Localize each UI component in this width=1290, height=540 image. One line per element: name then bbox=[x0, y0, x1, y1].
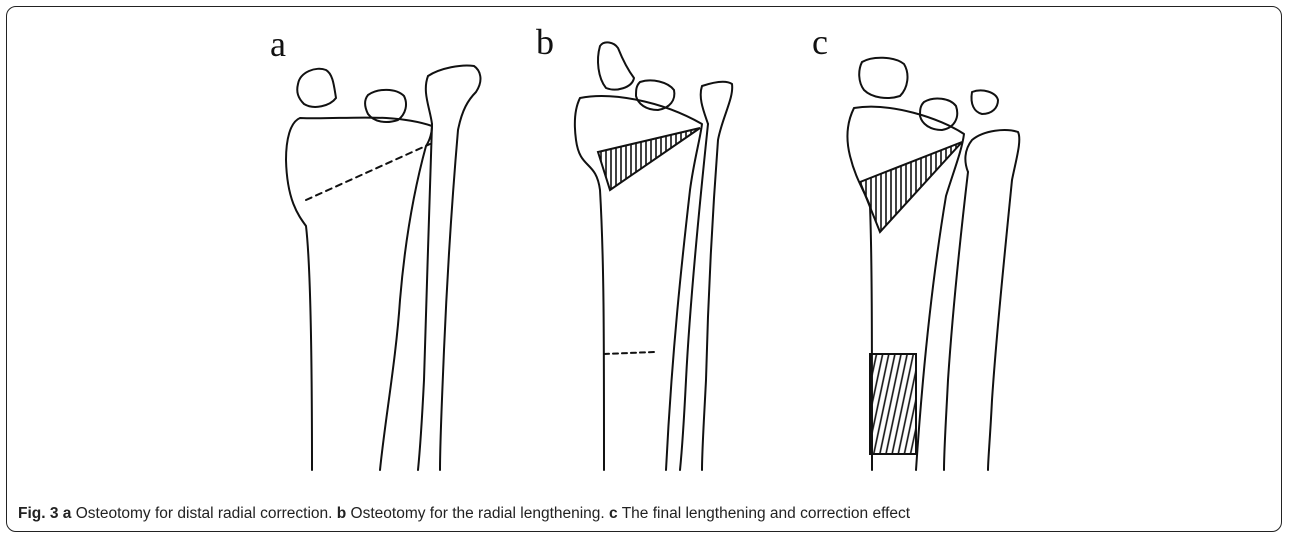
panel-a-ulna-inner bbox=[418, 124, 432, 470]
panel-a-radius-outline bbox=[286, 118, 432, 471]
caption-label: Fig. 3 bbox=[18, 505, 58, 522]
panel-b-drawing bbox=[575, 42, 732, 470]
panel-c-drawing bbox=[847, 58, 1019, 470]
panel-c-carpal-bone-2 bbox=[920, 99, 957, 130]
caption-text-a: Osteotomy for distal radial correction. bbox=[76, 505, 333, 522]
figure-caption: Fig. 3 a Osteotomy for distal radial cor… bbox=[18, 505, 1268, 523]
panel-c-carpal-bone-3 bbox=[971, 90, 998, 114]
caption-letter-b: b bbox=[337, 505, 346, 522]
caption-letter-c: c bbox=[609, 505, 618, 522]
panel-a-drawing bbox=[286, 65, 480, 470]
panel-b-osteotomy-wedge bbox=[598, 128, 700, 190]
panel-c-ulna-outline bbox=[965, 130, 1019, 470]
panel-c-ulna-inner bbox=[944, 172, 968, 470]
panel-a-ulna-outline bbox=[426, 65, 481, 470]
panel-c-correction-wedge bbox=[860, 142, 962, 232]
panel-b-lengthening-osteotomy-line bbox=[604, 352, 654, 354]
panel-b-carpal-bone-1 bbox=[598, 42, 634, 89]
panel-a-carpal-bone-1 bbox=[297, 69, 336, 107]
caption-text-b: Osteotomy for the radial lengthening. bbox=[351, 505, 605, 522]
caption-letter-a: a bbox=[63, 505, 72, 522]
panel-c-carpal-bone-1 bbox=[859, 58, 907, 98]
caption-text-c: The final lengthening and correction eff… bbox=[622, 505, 910, 522]
panel-a-osteotomy-line bbox=[306, 144, 430, 200]
panel-b-carpal-bone-2 bbox=[636, 80, 674, 110]
panel-c-lengthening-segment bbox=[870, 354, 916, 454]
